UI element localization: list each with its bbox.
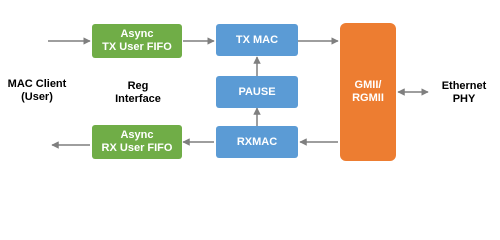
mac-block-diagram: MAC Client (User) Async TX User FIFO Reg… bbox=[7, 23, 487, 161]
async-tx-fifo-block: Async TX User FIFO bbox=[92, 24, 182, 58]
mac-client-label: MAC Client (User) bbox=[7, 78, 67, 104]
ethernet-phy-label: Ethernet PHY bbox=[441, 80, 487, 106]
gmii-rgmii-block: GMII/ RGMII bbox=[340, 23, 396, 161]
reg-interface-block: Reg Interface bbox=[107, 76, 169, 110]
connection-arrows bbox=[48, 37, 429, 149]
pause-block: PAUSE bbox=[216, 76, 298, 108]
async-rx-fifo-block: Async RX User FIFO bbox=[92, 125, 182, 159]
tx-mac-block: TX MAC bbox=[216, 24, 298, 56]
rxmac-block: RXMAC bbox=[216, 126, 298, 158]
